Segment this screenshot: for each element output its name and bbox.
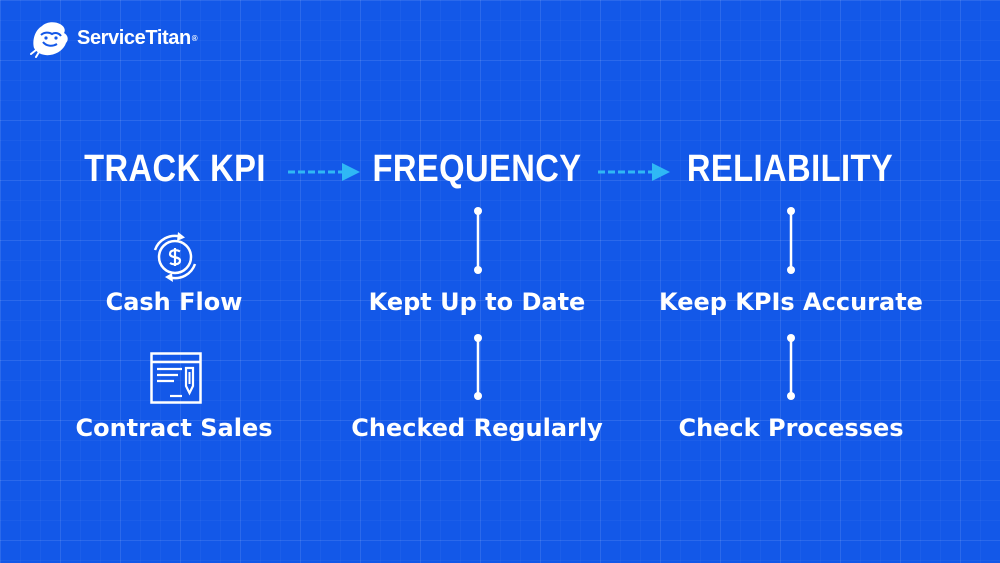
- label-keep-kpis-accurate: Keep KPIs Accurate: [659, 288, 923, 316]
- titan-mascot-icon: [30, 22, 68, 58]
- connector-frequency-bottom: [474, 334, 482, 400]
- label-kept-up-to-date: Kept Up to Date: [368, 288, 586, 316]
- connector-reliability-bottom: [787, 334, 795, 400]
- arrow-track-to-frequency: [288, 163, 360, 181]
- label-cash-flow: Cash Flow: [105, 288, 243, 316]
- label-checked-regularly: Checked Regularly: [351, 414, 603, 442]
- dollar-cycle-icon: [153, 232, 197, 282]
- connector-frequency-top: [474, 207, 482, 274]
- brand-registered-mark: ®: [191, 33, 198, 43]
- contract-document-icon: [150, 352, 202, 404]
- brand-logo: ServiceTitan ®: [30, 18, 198, 58]
- heading-track-kpi: TRACK KPI: [84, 148, 266, 190]
- label-contract-sales: Contract Sales: [75, 414, 273, 442]
- label-check-processes: Check Processes: [678, 414, 904, 442]
- arrow-frequency-to-reliability: [598, 163, 670, 181]
- connector-reliability-top: [787, 207, 795, 274]
- heading-reliability: RELIABILITY: [686, 148, 894, 190]
- brand-name: ServiceTitan: [77, 26, 191, 49]
- heading-frequency: FREQUENCY: [372, 148, 582, 190]
